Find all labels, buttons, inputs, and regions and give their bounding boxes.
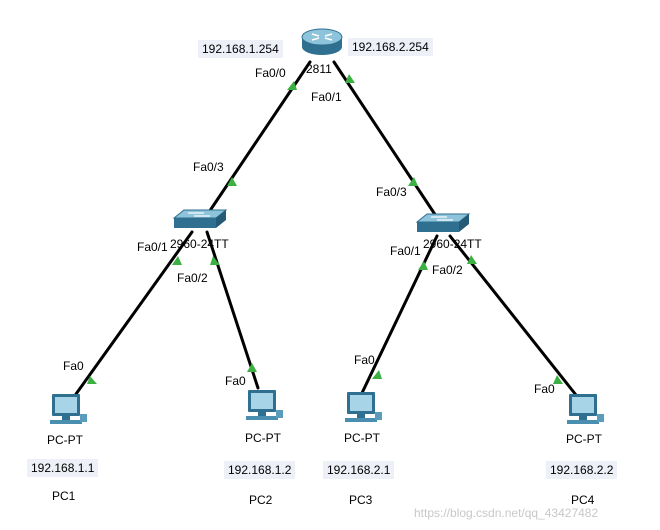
- watermark-text: https://blog.csdn.net/qq_43427482: [414, 506, 599, 520]
- switch2-icon[interactable]: [415, 213, 471, 232]
- link-light-sw1-fa01: [172, 256, 182, 265]
- switch1-uplink-port: Fa0/3: [193, 160, 224, 174]
- pc1-name: PC1: [52, 489, 76, 503]
- pc4-icon[interactable]: [567, 394, 604, 424]
- pc1-icon[interactable]: [50, 394, 87, 424]
- link-light-router-fa00: [287, 81, 297, 90]
- link-light-pc3-fa0: [372, 370, 382, 379]
- router-port-left: Fa0/0: [255, 66, 286, 80]
- router-right-ip: 192.168.2.254: [348, 38, 433, 56]
- pc2-name: PC2: [249, 493, 273, 507]
- link-router-switch2[interactable]: [332, 60, 442, 224]
- switch2-port-b: Fa0/2: [432, 263, 463, 277]
- switch1-icon[interactable]: [172, 209, 228, 228]
- router-icon[interactable]: [301, 28, 343, 55]
- switch2-uplink-port: Fa0/3: [376, 185, 407, 199]
- pc2-type: PC-PT: [245, 431, 281, 445]
- pc2-port: Fa0: [225, 374, 246, 388]
- link-light-pc1-fa0: [87, 376, 97, 384]
- pc4-port: Fa0: [534, 382, 555, 396]
- pc4-type: PC-PT: [566, 432, 602, 446]
- link-light-sw2-fa03: [408, 177, 418, 186]
- pc1-port: Fa0: [63, 359, 84, 373]
- link-lights: [87, 74, 563, 384]
- link-light-pc2-fa0: [247, 363, 257, 372]
- links: [74, 60, 578, 397]
- link-light-sw1-fa03: [227, 177, 237, 186]
- pc1-type: PC-PT: [47, 433, 83, 447]
- pc3-type: PC-PT: [344, 431, 380, 445]
- router-model: 2811: [306, 62, 332, 76]
- pc3-icon[interactable]: [345, 392, 382, 422]
- pc4-name: PC4: [571, 493, 595, 507]
- router-port-right: Fa0/1: [311, 90, 342, 104]
- pc3-ip: 192.168.2.1: [323, 461, 395, 479]
- router-left-ip: 192.168.1.254: [198, 40, 283, 58]
- switch1-model: 2960-24TT: [170, 237, 229, 251]
- link-light-sw2-fa01: [418, 261, 428, 270]
- link-light-sw2-fa02: [467, 255, 477, 264]
- link-light-pc4-fa0: [553, 375, 563, 384]
- link-switch1-pc2[interactable]: [205, 230, 260, 390]
- link-light-sw1-fa02: [210, 256, 220, 265]
- switch2-model: 2960-24TT: [423, 237, 482, 251]
- pc4-ip: 192.168.2.2: [546, 461, 618, 479]
- pc1-ip: 192.168.1.1: [27, 459, 99, 477]
- pc2-icon[interactable]: [246, 390, 283, 420]
- link-light-router-fa01: [345, 74, 355, 83]
- pc2-ip: 192.168.1.2: [224, 461, 296, 479]
- link-switch2-pc3[interactable]: [360, 234, 439, 395]
- pc3-name: PC3: [349, 493, 373, 507]
- link-switch1-pc1[interactable]: [74, 230, 194, 396]
- pc3-port: Fa0: [354, 353, 375, 367]
- switch1-port-a: Fa0/1: [137, 240, 168, 254]
- switch2-port-a: Fa0/1: [390, 244, 421, 258]
- switch1-port-b: Fa0/2: [177, 271, 208, 285]
